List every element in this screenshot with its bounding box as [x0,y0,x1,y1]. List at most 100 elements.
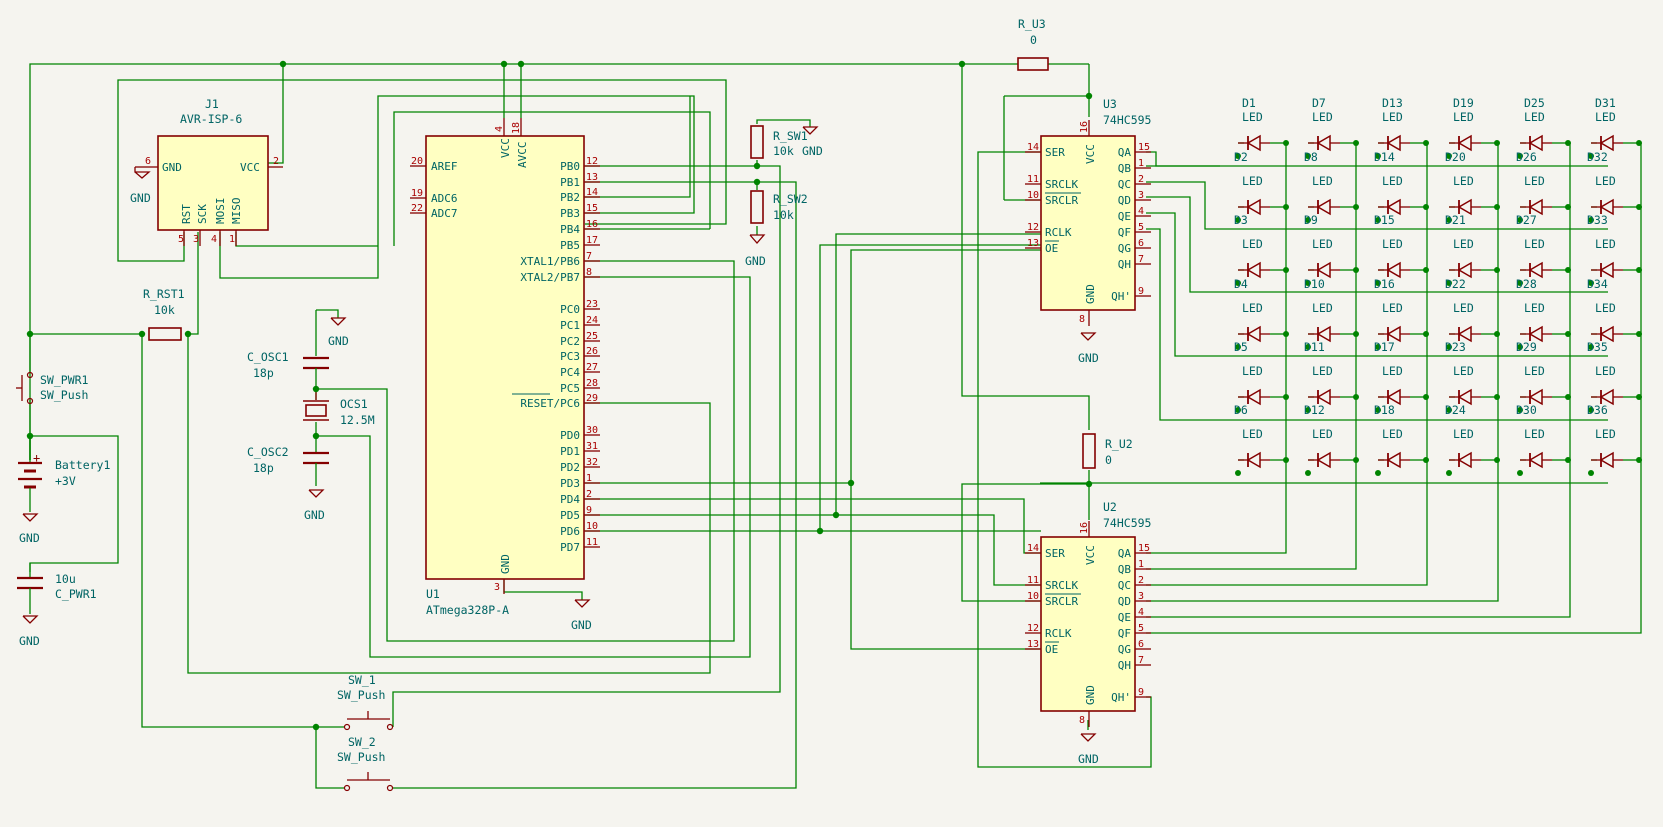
led-ref: D11 [1304,340,1325,354]
u1-pinnum-pc0: 23 [586,299,598,310]
u3-ref: U3 [1103,97,1117,111]
u2-pin-rclk: RCLK [1045,627,1072,640]
u1-pin-pb3: PB3 [560,207,580,220]
led-ref: D7 [1312,96,1326,110]
led-ref: D2 [1234,150,1248,164]
c-osc2-value: 18p [253,461,274,475]
u1-pin-pd3: PD3 [560,477,580,490]
u1-pin-pb5: PB5 [560,239,580,252]
u1-pin-xtal2-pb7: XTAL2/PB7 [520,271,580,284]
u1-pin-pb1: PB1 [560,176,580,189]
c-pwr1-gnd: GND [19,634,40,648]
j1-pin4: 4 [211,234,217,245]
led-ref: D28 [1516,277,1537,291]
led-value: LED [1312,174,1333,188]
u1-pinnum-pc3: 26 [586,346,598,357]
u1-pin-pd7: PD7 [560,541,580,554]
led-value: LED [1595,237,1616,251]
r-u2-value: 0 [1105,453,1112,467]
u1-pinnum-pc5: 28 [586,378,598,389]
led-value: LED [1524,364,1545,378]
u1-pin-pd0: PD0 [560,429,580,442]
u1-pin-aref: AREF [431,160,458,173]
r-sw2-ref: R_SW2 [773,192,808,206]
led-ref: D23 [1445,340,1466,354]
u1-pin-pd6: PD6 [560,525,580,538]
capacitor-c-osc2: GND C_OSC2 18p [247,436,329,522]
j1-gnd-symbol: GND [130,191,151,205]
u3-pinnum-qg: 6 [1138,238,1144,249]
led-ref: D31 [1595,96,1616,110]
u2-ref: U2 [1103,500,1117,514]
led-ref: D30 [1516,403,1537,417]
led-value: LED [1382,174,1403,188]
u2-pin-oe: OE [1045,643,1058,656]
u1-pinnum-pb5: 17 [586,235,598,246]
u1-pinnum-pc2: 25 [586,331,598,342]
u2-pin-qf: QF [1118,627,1131,640]
u2-pin-qe: QE [1118,611,1131,624]
u2-pinnum-qe: 4 [1138,607,1144,618]
led-value: LED [1595,174,1616,188]
led-ref: D17 [1374,340,1395,354]
u1-pin-xtal1-pb6: XTAL1/PB6 [520,255,580,268]
capacitor-c-pwr1: GND 10u C_PWR1 [17,563,97,648]
r-sw1-value: 10k [773,144,794,158]
r-sw1-ref: R_SW1 [773,129,808,143]
led-value: LED [1453,364,1474,378]
u1-value: ATmega328P-A [426,603,509,617]
u3-pinnum-qh: 7 [1138,254,1144,265]
u2-pin-qg: QG [1118,643,1131,656]
u3-gnd-label: GND [1084,284,1097,304]
led-ref: D3 [1234,213,1248,227]
led-ref: D12 [1304,403,1325,417]
u2-gnd-num: 8 [1079,715,1085,726]
resistor-r-sw1: R_SW1 10k GND [750,125,823,159]
led-ref: D21 [1445,213,1466,227]
led-ref: D6 [1234,403,1248,417]
led-value: LED [1524,174,1545,188]
u2-gnd-symbol: GND [1078,752,1099,766]
u2-pin-qhp: QH' [1111,691,1131,704]
j1-ref: J1 [205,97,219,111]
u1-pinnum-pd6: 10 [586,521,598,532]
u3-pin-qa: QA [1118,146,1132,159]
switch-sw-pwr1: SW_PWR1 SW_Push [16,334,89,405]
resistor-r-u2: R_U2 0 [1082,433,1133,469]
u3-pinnum-qe: 4 [1138,206,1144,217]
u1-gnd-num: 3 [494,582,500,593]
led-value: LED [1242,237,1263,251]
led-ref: D5 [1234,340,1248,354]
u3-value: 74HC595 [1103,113,1151,127]
j1-pin2: 2 [273,156,279,167]
led-value: LED [1382,364,1403,378]
u2-pinnum-qf: 5 [1138,623,1144,634]
led-value: LED [1595,364,1616,378]
capacitor-c-osc1: GND C_OSC1 18p [247,309,349,389]
led-value: LED [1242,110,1263,124]
u2-pinnum-srclr: 10 [1027,591,1039,602]
gnd-u3: GND [1078,332,1099,365]
led-ref: D15 [1374,213,1395,227]
led-value: LED [1242,301,1263,315]
u3-gnd-symbol: GND [1078,351,1099,365]
u2-vcc-num: 16 [1079,522,1090,534]
u1-pinnum-aref: 20 [411,156,423,167]
u1-avcc-label: AVCC [516,142,529,169]
u3-pinnum-qf: 5 [1138,222,1144,233]
u3-gnd-num: 8 [1079,314,1085,325]
led-value: LED [1595,301,1616,315]
led-ref: D10 [1304,277,1325,291]
led-ref: D25 [1524,96,1545,110]
c-pwr1-ref: C_PWR1 [55,587,97,601]
led-ref: D22 [1445,277,1466,291]
led-ref: D1 [1242,96,1256,110]
